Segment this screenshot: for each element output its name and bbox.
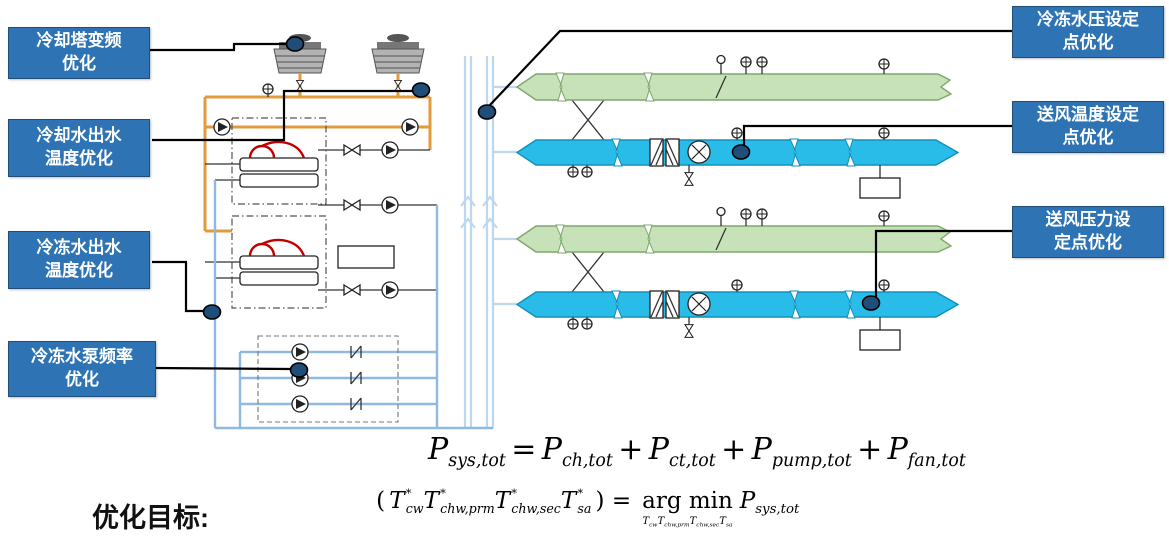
callout-label: 冷冻水压设定 点优化 bbox=[1037, 10, 1139, 52]
ahu-section-2 bbox=[517, 208, 958, 351]
callout-label: 送风压力设 定点优化 bbox=[1045, 210, 1131, 252]
connector-dot bbox=[861, 295, 881, 311]
pump-icon bbox=[291, 395, 309, 413]
objective-label: 优化目标: bbox=[92, 503, 209, 533]
callout-condenser-water-temp: 冷却水出水 温度优化 bbox=[8, 119, 150, 177]
callout-cooling-tower-vfd: 冷却塔变频 优化 bbox=[8, 27, 150, 79]
pump-icon bbox=[291, 343, 309, 361]
callout-supply-air-pressure-setpoint: 送风压力设 定点优化 bbox=[1012, 206, 1164, 258]
connector-line bbox=[742, 124, 1012, 147]
connector-dot bbox=[411, 82, 431, 98]
callout-label: 冷冻水出水 温度优化 bbox=[36, 238, 122, 280]
pump-icon bbox=[381, 141, 399, 159]
pump-icon bbox=[401, 118, 419, 136]
pump-icon bbox=[213, 118, 231, 136]
chilled-water-piping bbox=[213, 180, 493, 430]
connector-dot bbox=[289, 362, 309, 378]
plant-component-box bbox=[337, 245, 395, 269]
connector-dot bbox=[731, 144, 751, 160]
pump-icon bbox=[381, 196, 399, 214]
connector-line bbox=[874, 229, 1012, 298]
connector-line bbox=[150, 42, 287, 52]
callout-label: 冷却水出水 温度优化 bbox=[36, 126, 122, 168]
callout-label: 送风温度设定 点优化 bbox=[1037, 105, 1139, 147]
chiller-branch-piping bbox=[318, 141, 437, 299]
callout-connectors bbox=[150, 29, 1012, 378]
callout-pump-frequency: 冷冻水泵频率 优化 bbox=[8, 341, 156, 397]
sensor-icon bbox=[262, 83, 274, 95]
callout-chilled-water-temp: 冷冻水出水 温度优化 bbox=[8, 231, 150, 289]
callout-chw-pressure-setpoint: 冷冻水压设定 点优化 bbox=[1012, 6, 1164, 58]
chiller-1 bbox=[231, 117, 327, 205]
connector-line bbox=[152, 89, 413, 142]
callout-supply-air-temp-setpoint: 送风温度设定 点优化 bbox=[1012, 101, 1164, 153]
plant-schematic bbox=[203, 33, 493, 430]
connector-dot bbox=[202, 304, 222, 320]
chilled-water-risers bbox=[460, 56, 517, 428]
argmin-text: arg min bbox=[642, 488, 733, 514]
chiller-2 bbox=[231, 215, 327, 309]
valve-icon bbox=[343, 199, 361, 211]
cooling-tower bbox=[371, 33, 425, 74]
callout-label: 冷冻水泵频率 优化 bbox=[31, 347, 133, 389]
pump-icon bbox=[381, 281, 399, 299]
callout-label: 冷却塔变频 优化 bbox=[36, 31, 122, 73]
connector-line bbox=[488, 29, 1012, 107]
connector-dot bbox=[285, 36, 305, 52]
connector-line bbox=[152, 260, 204, 313]
valve-icon bbox=[343, 284, 361, 296]
connector-line bbox=[153, 366, 292, 371]
connector-dot bbox=[477, 104, 497, 120]
valve-icon bbox=[343, 144, 361, 156]
